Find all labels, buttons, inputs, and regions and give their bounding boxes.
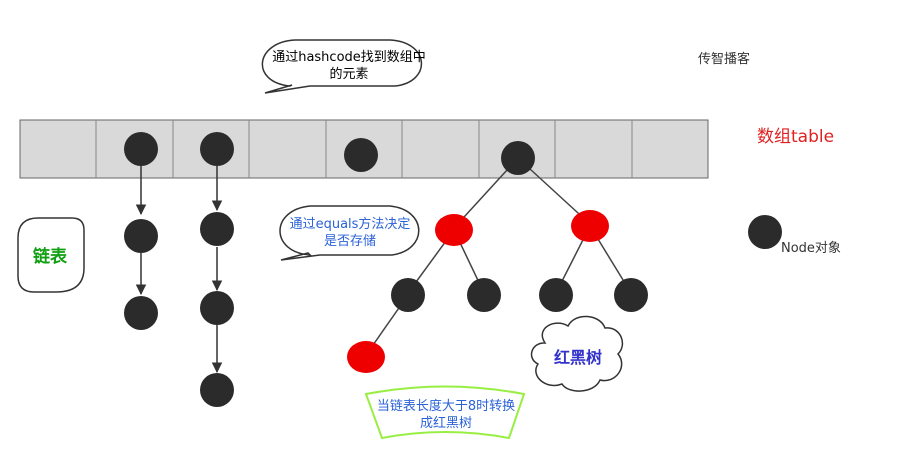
hashcode-bubble-line1: 通过hashcode找到数组中 [272, 50, 426, 65]
linked-list-label: 链表 [33, 246, 68, 267]
hashcode-bubble-line2: 的元素 [329, 66, 368, 82]
tree-cloud-label: 红黑树 [530, 315, 624, 392]
bucket-node [200, 132, 234, 166]
array-dividers [95, 120, 633, 178]
conversion-line1: 当链表长度大于8时转换 [377, 398, 515, 414]
black-node [539, 278, 573, 312]
conversion-banner: 当链表长度大于8时转换 成红黑树 [364, 385, 526, 440]
black-node [614, 278, 648, 312]
conversion-line2: 成红黑树 [420, 415, 472, 431]
hashcode-bubble: 通过hashcode找到数组中 的元素 [261, 39, 426, 94]
black-node [467, 278, 501, 312]
equals-bubble-line1: 通过equals方法决定 [290, 216, 411, 232]
equals-bubble: 通过equals方法决定 是否存储 [279, 205, 420, 261]
red-node [347, 341, 385, 373]
array-nodes [124, 132, 535, 175]
linked-list-nodes [124, 212, 234, 407]
legend: Node对象 [748, 215, 841, 256]
list-node [200, 212, 234, 246]
watermark-text: 传智播客 [698, 51, 750, 67]
bucket-node [124, 132, 158, 166]
list-node [124, 296, 158, 330]
black-node [391, 278, 425, 312]
bucket-node [344, 138, 378, 172]
legend-node-icon [748, 215, 782, 249]
array-title: 数组table [757, 127, 834, 147]
equals-bubble-line2: 是否存储 [324, 234, 376, 249]
tree-nodes [347, 210, 648, 373]
legend-node-label: Node对象 [781, 241, 841, 256]
red-node [571, 210, 609, 242]
list-node [124, 219, 158, 253]
list-node [200, 291, 234, 325]
red-node [435, 214, 473, 246]
tree-cloud-text: 红黑树 [554, 348, 602, 367]
linked-list-label-box: 链表 [17, 217, 85, 293]
list-node [200, 373, 234, 407]
tree-root-node [501, 141, 535, 175]
linked-list-arrows [135, 166, 223, 374]
